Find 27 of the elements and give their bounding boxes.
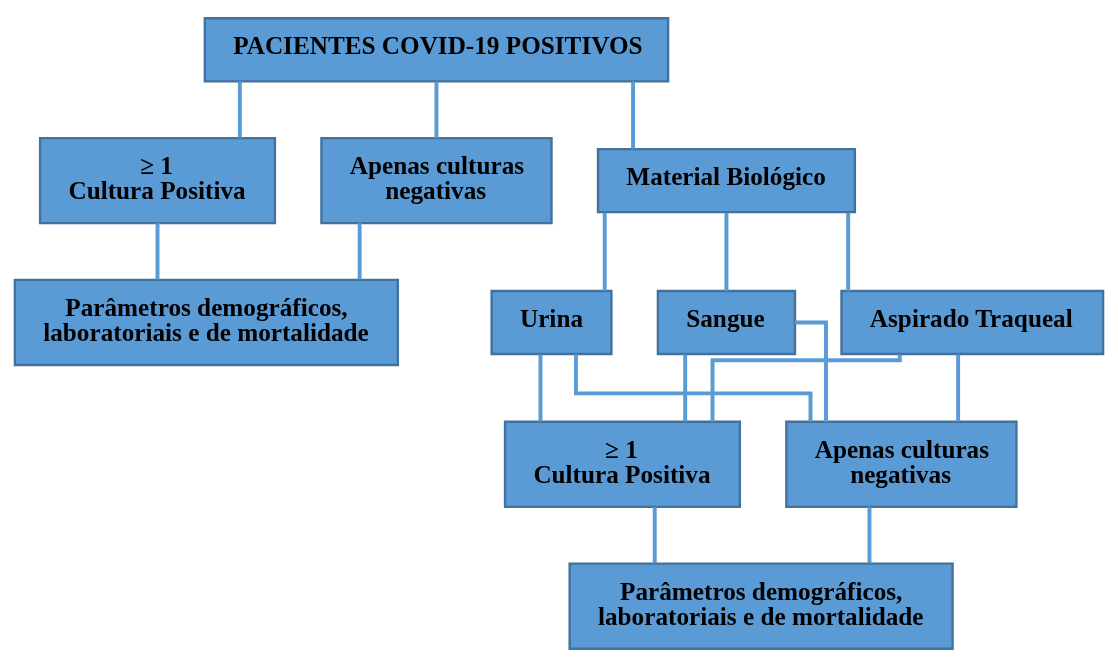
connector	[956, 354, 961, 421]
node-box: ≥ 1 Cultura Positiva	[38, 136, 277, 224]
connector	[357, 222, 362, 279]
connector	[710, 353, 902, 421]
node-box: PACIENTES COVID-19 POSITIVOS	[203, 16, 670, 83]
connector	[867, 506, 872, 563]
connector	[846, 212, 851, 291]
connector	[434, 81, 439, 138]
connector	[573, 353, 813, 421]
node-box: Aspirado Traqueal	[840, 289, 1105, 355]
node-box: Material Biológico	[596, 147, 857, 213]
connector	[538, 354, 543, 421]
connector	[602, 212, 607, 291]
node-box: Apenas culturas negativas	[320, 136, 553, 224]
connector	[155, 222, 160, 279]
connector	[724, 212, 729, 291]
connector	[795, 320, 828, 422]
node-box: Sangue	[656, 289, 797, 355]
node-box: ≥ 1 Cultura Positiva	[503, 420, 741, 508]
connector	[237, 81, 242, 138]
node-box: Urina	[490, 289, 613, 355]
node-box: Apenas culturas negativas	[785, 420, 1018, 508]
connector	[631, 81, 636, 149]
connector	[683, 354, 688, 421]
node-box: Parâmetros demográficos, laboratoriais e de mortalidade	[568, 561, 954, 650]
node-box: Parâmetros demográficos, laboratoriais e de mortalidade	[13, 278, 400, 366]
connector	[652, 506, 657, 563]
